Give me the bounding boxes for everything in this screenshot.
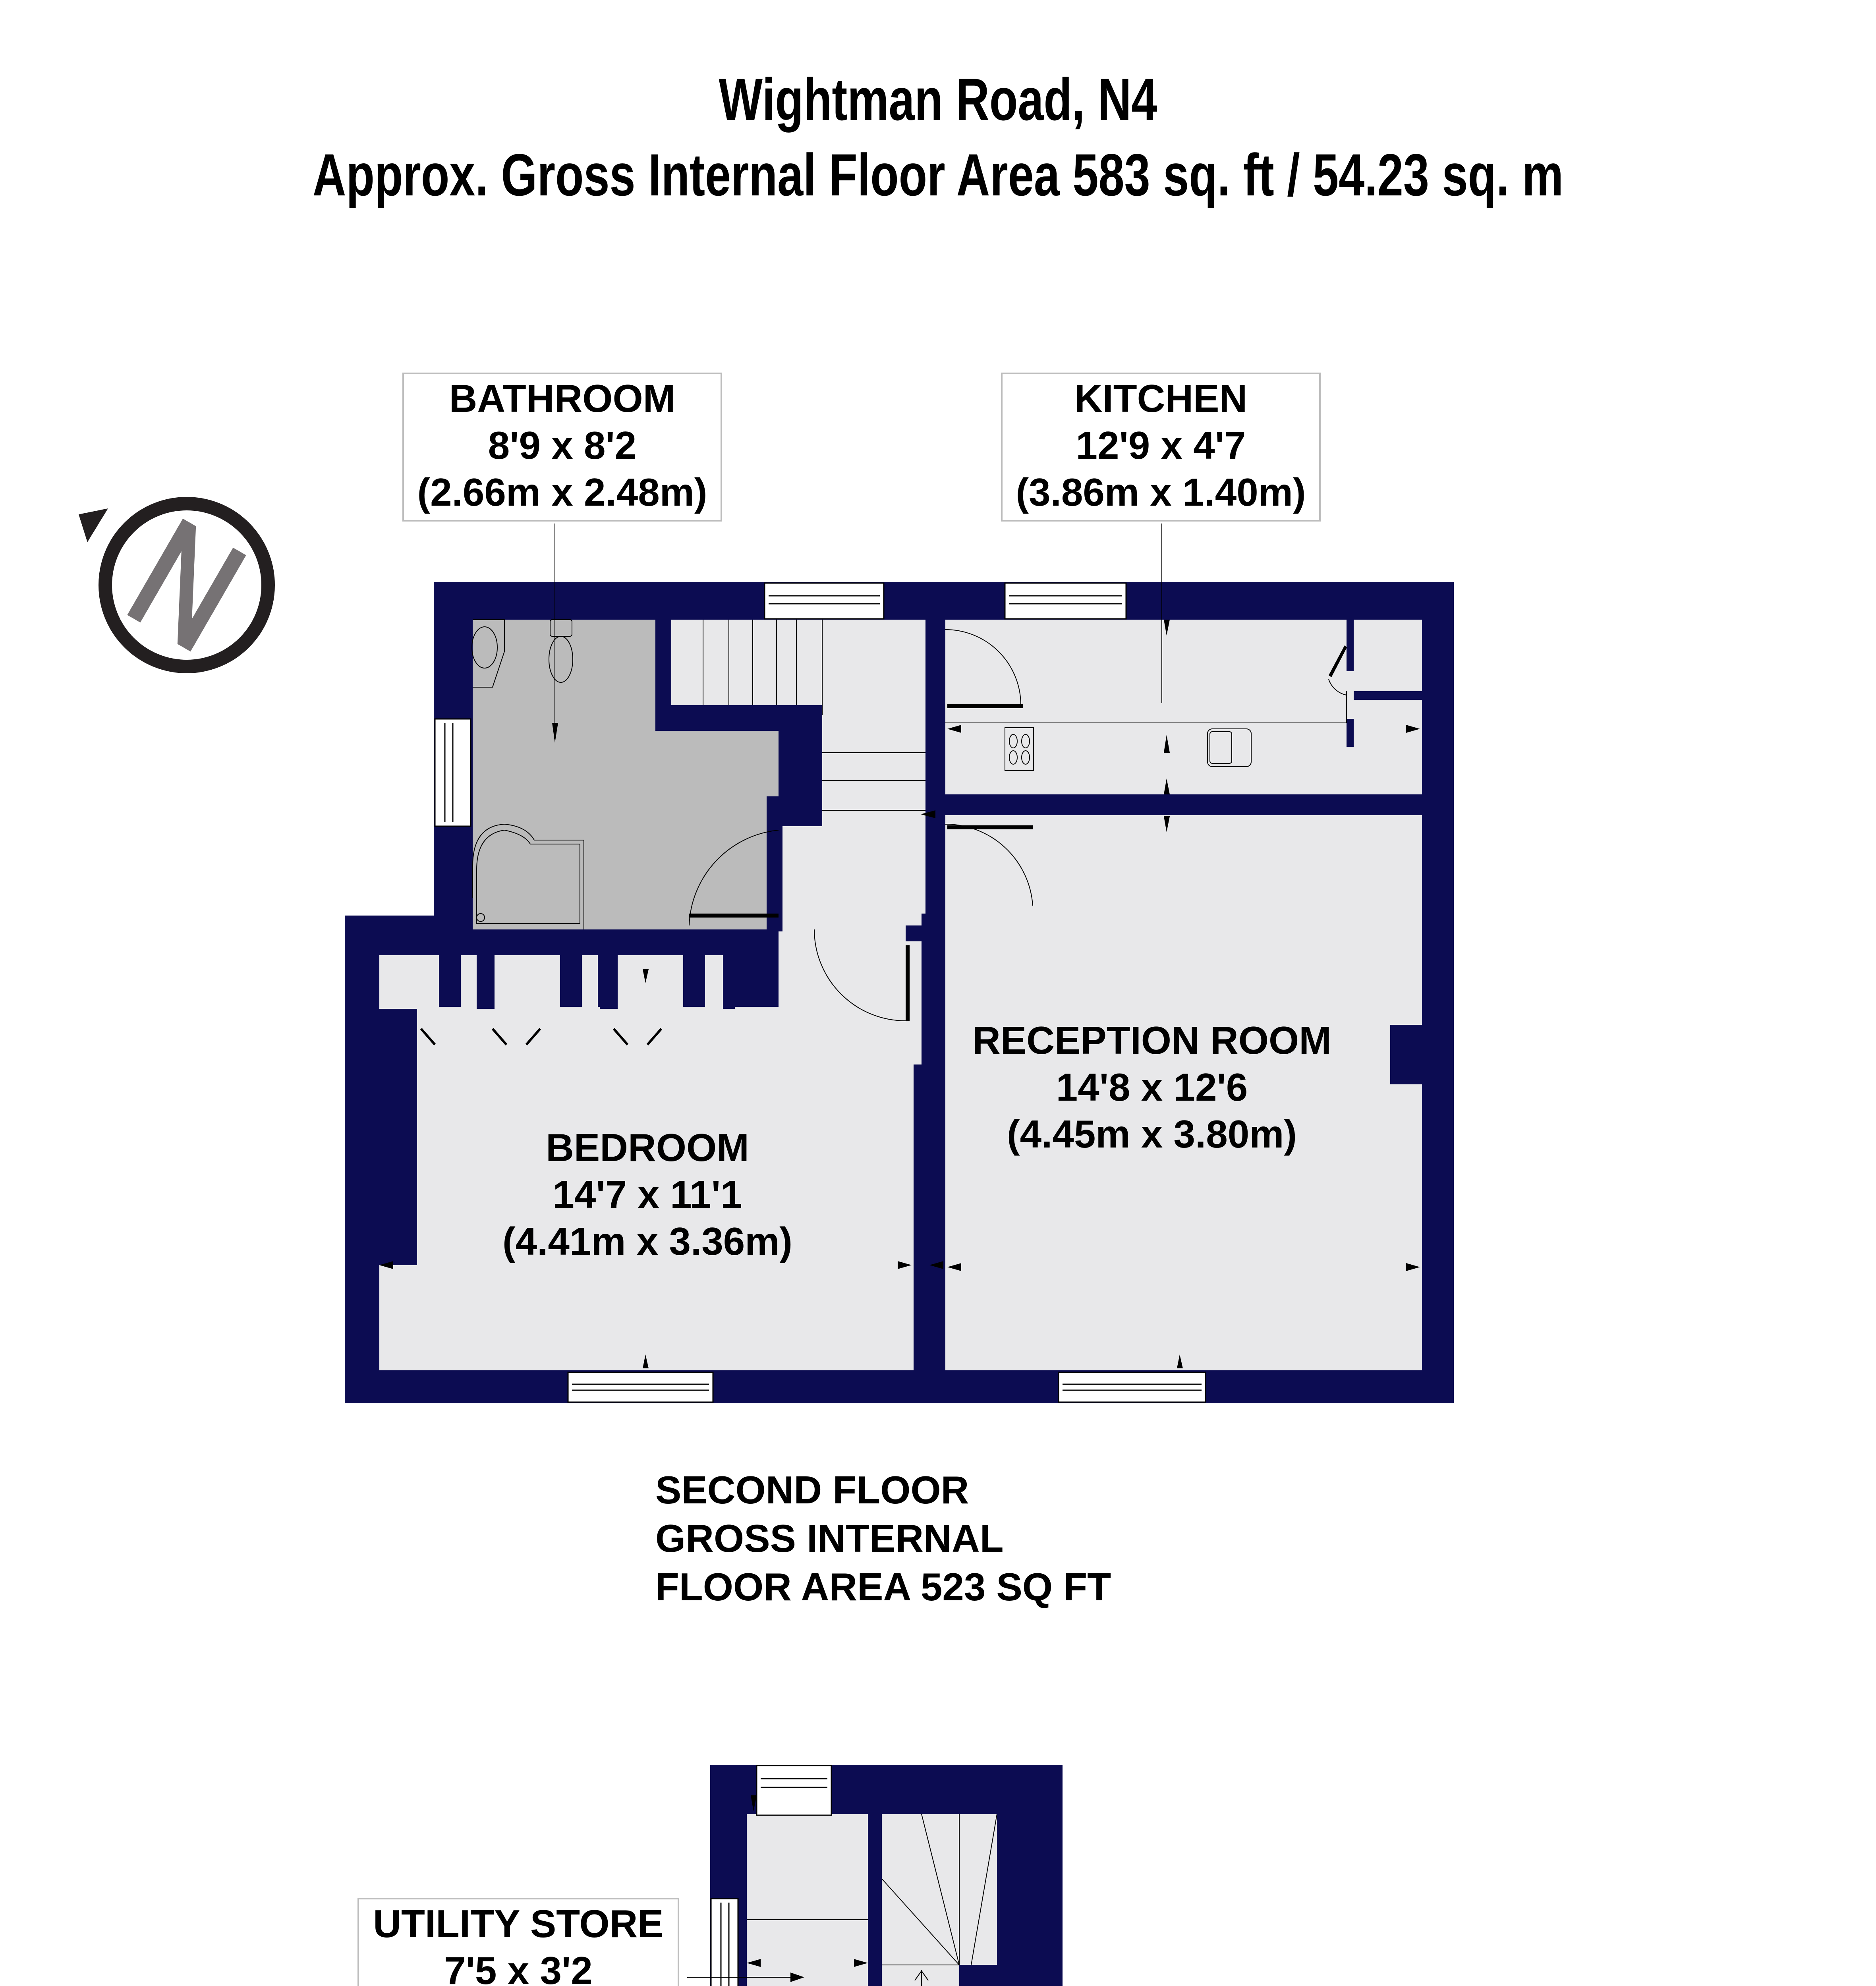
- room-size-metric: (3.86m x 1.40m): [1016, 470, 1306, 514]
- room-name: KITCHEN: [1074, 377, 1248, 420]
- kitchen-floor: [945, 620, 1422, 794]
- second-floor-caption: SECOND FLOOR GROSS INTERNAL FLOOR AREA 5…: [655, 1466, 1111, 1611]
- reception-room-label: RECEPTION ROOM 14'8 x 12'6 (4.45m x 3.80…: [953, 1017, 1350, 1157]
- property-title: Wightman Road, N4: [719, 66, 1157, 133]
- first-floor-plan: [687, 1765, 1063, 1986]
- room-size-imperial: 12'9 x 4'7: [1076, 423, 1246, 467]
- reception-floor: [945, 815, 1422, 1370]
- floors: [379, 620, 1422, 1370]
- bathroom-label: BATHROOM 8'9 x 8'2 (2.66m x 2.48m): [402, 373, 722, 522]
- second-floor-plan: [345, 524, 1454, 1403]
- north-compass-icon: [79, 497, 275, 673]
- room-size-metric: (4.41m x 3.36m): [502, 1219, 792, 1263]
- windows: [434, 582, 1206, 1403]
- utility-store-label: UTILITY STORE 7'5 x 3'2 (2.24m x 0.96m): [357, 1898, 679, 1986]
- wardrobe-doors: [420, 1028, 663, 1045]
- bathroom-fixtures: [471, 619, 584, 929]
- door-leaves: [689, 645, 1347, 1021]
- stairs: [703, 620, 925, 811]
- room-size-metric: (4.45m x 3.80m): [1007, 1112, 1297, 1156]
- room-name: UTILITY STORE: [373, 1902, 664, 1945]
- bedroom-floor: [379, 1007, 914, 1370]
- caption-line: FLOOR AREA 523 SQ FT: [655, 1565, 1111, 1609]
- bedroom-label: BEDROOM 14'7 x 11'1 (4.41m x 3.36m): [449, 1124, 846, 1265]
- caption-line: SECOND FLOOR: [655, 1468, 969, 1512]
- room-size-imperial: 7'5 x 3'2: [444, 1949, 593, 1986]
- bathroom-floor: [473, 620, 779, 929]
- kitchen-fixtures: [945, 691, 1347, 771]
- room-size-imperial: 14'7 x 11'1: [553, 1173, 742, 1216]
- room-size-metric: (2.66m x 2.48m): [417, 470, 707, 514]
- total-floor-area: Approx. Gross Internal Floor Area 583 sq…: [312, 141, 1564, 208]
- room-name: RECEPTION ROOM: [972, 1018, 1331, 1062]
- room-name: BEDROOM: [546, 1126, 749, 1169]
- kitchen-label: KITCHEN 12'9 x 4'7 (3.86m x 1.40m): [1001, 373, 1321, 522]
- caption-line: GROSS INTERNAL: [655, 1517, 1004, 1560]
- leader-lines: [554, 524, 1162, 739]
- door-swings: [689, 629, 1347, 1021]
- room-size-imperial: 8'9 x 8'2: [488, 423, 637, 467]
- room-name: BATHROOM: [449, 377, 676, 420]
- room-size-imperial: 14'8 x 12'6: [1056, 1065, 1248, 1109]
- dimension-arrows: [379, 620, 1420, 1368]
